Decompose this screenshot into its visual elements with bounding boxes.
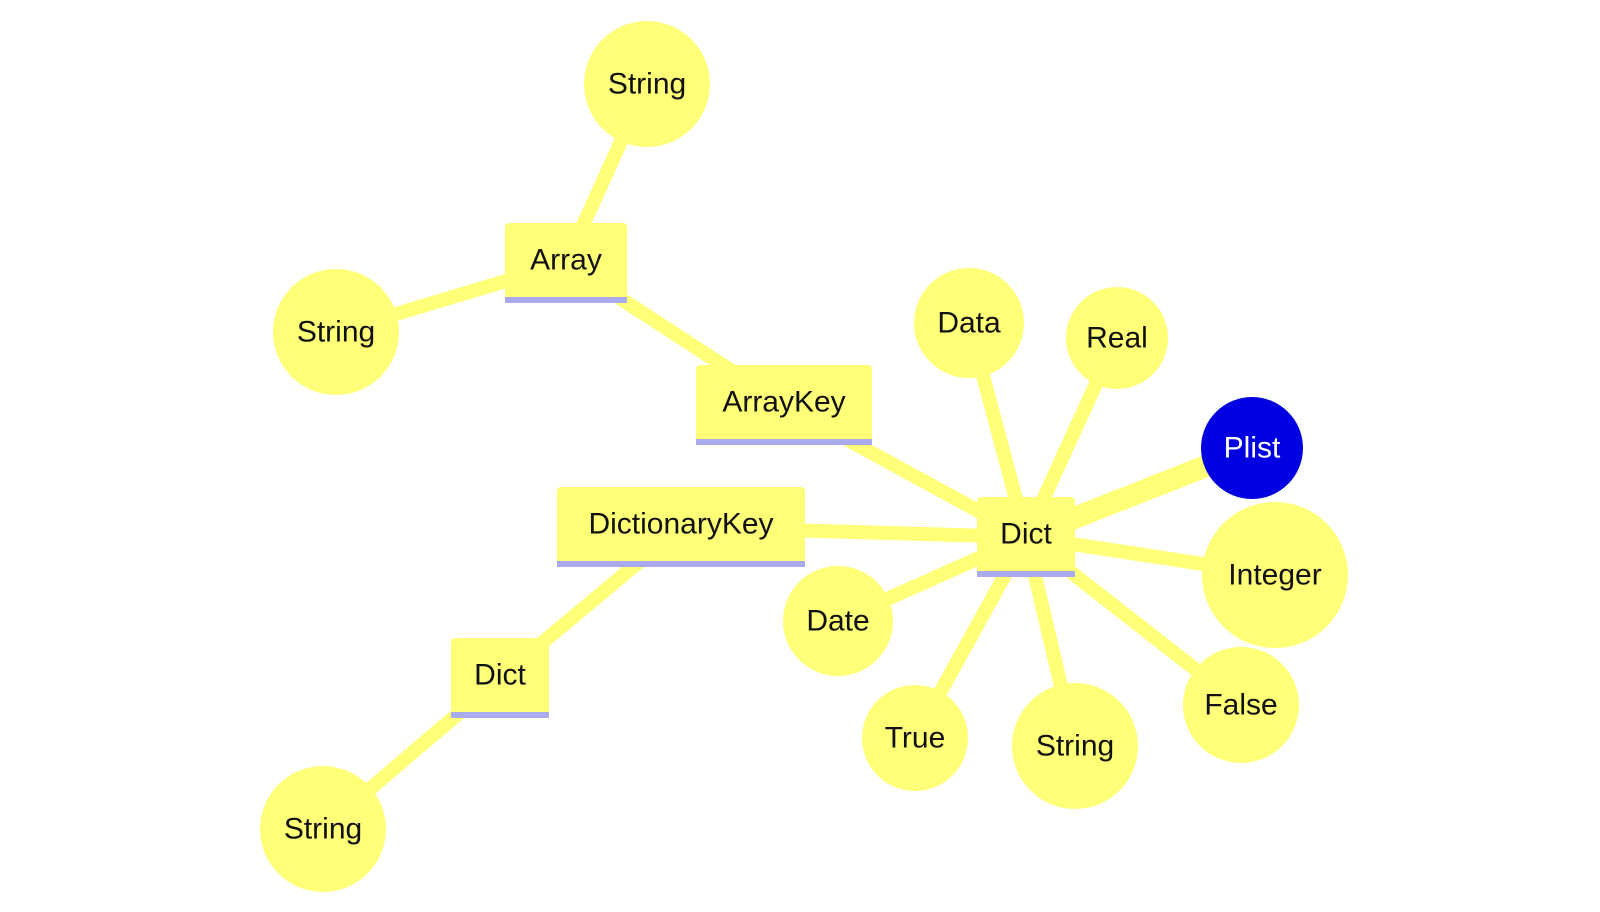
node-underline (505, 297, 627, 303)
node-string-sub[interactable]: String (260, 766, 386, 892)
node-false[interactable]: False (1183, 647, 1299, 763)
node-dict-sub[interactable]: Dict (451, 638, 549, 718)
node-dict-main[interactable]: Dict (977, 497, 1075, 577)
node-underline (977, 571, 1075, 577)
node-label-string: String (1036, 730, 1114, 763)
node-underline (557, 561, 805, 567)
node-string-array-top[interactable]: String (584, 21, 710, 147)
node-integer[interactable]: Integer (1202, 502, 1348, 648)
node-box (451, 638, 549, 718)
node-label-integer: Integer (1228, 559, 1321, 592)
node-label-data: Data (937, 307, 1001, 340)
node-real[interactable]: Real (1066, 287, 1168, 389)
node-data[interactable]: Data (914, 268, 1024, 378)
node-circle (273, 269, 399, 395)
node-circle (1012, 683, 1138, 809)
node-underline (696, 439, 872, 445)
node-label-dictionarykey: DictionaryKey (588, 508, 773, 541)
node-underline (451, 712, 549, 718)
node-true[interactable]: True (862, 685, 968, 791)
node-label-dict: Dict (1000, 518, 1052, 551)
node-circle (783, 566, 893, 676)
node-box (505, 223, 627, 303)
node-arraykey[interactable]: ArrayKey (696, 365, 872, 445)
node-circle (914, 268, 1024, 378)
node-label-string: String (284, 813, 362, 846)
node-box (557, 487, 805, 567)
node-circle (584, 21, 710, 147)
node-circle (862, 685, 968, 791)
node-label-string: String (297, 316, 375, 349)
node-string-dict[interactable]: String (1012, 683, 1138, 809)
node-label-true: True (885, 722, 946, 755)
node-date[interactable]: Date (783, 566, 893, 676)
node-label-string: String (608, 68, 686, 101)
node-label-arraykey: ArrayKey (722, 386, 845, 419)
node-label-dict: Dict (474, 659, 526, 692)
node-label-false: False (1204, 689, 1277, 722)
node-dictionarykey[interactable]: DictionaryKey (557, 487, 805, 567)
node-box (696, 365, 872, 445)
node-circle (1202, 502, 1348, 648)
node-box (977, 497, 1075, 577)
node-label-date: Date (806, 605, 869, 638)
node-circle (260, 766, 386, 892)
node-circle (1183, 647, 1299, 763)
node-label-plist: Plist (1224, 432, 1281, 465)
node-label-real: Real (1086, 322, 1148, 355)
root-node-circle (1201, 397, 1303, 499)
node-array[interactable]: Array (505, 223, 627, 303)
node-plist[interactable]: Plist (1201, 397, 1303, 499)
node-circle (1066, 287, 1168, 389)
node-label-array: Array (530, 244, 602, 277)
node-string-array-left[interactable]: String (273, 269, 399, 395)
